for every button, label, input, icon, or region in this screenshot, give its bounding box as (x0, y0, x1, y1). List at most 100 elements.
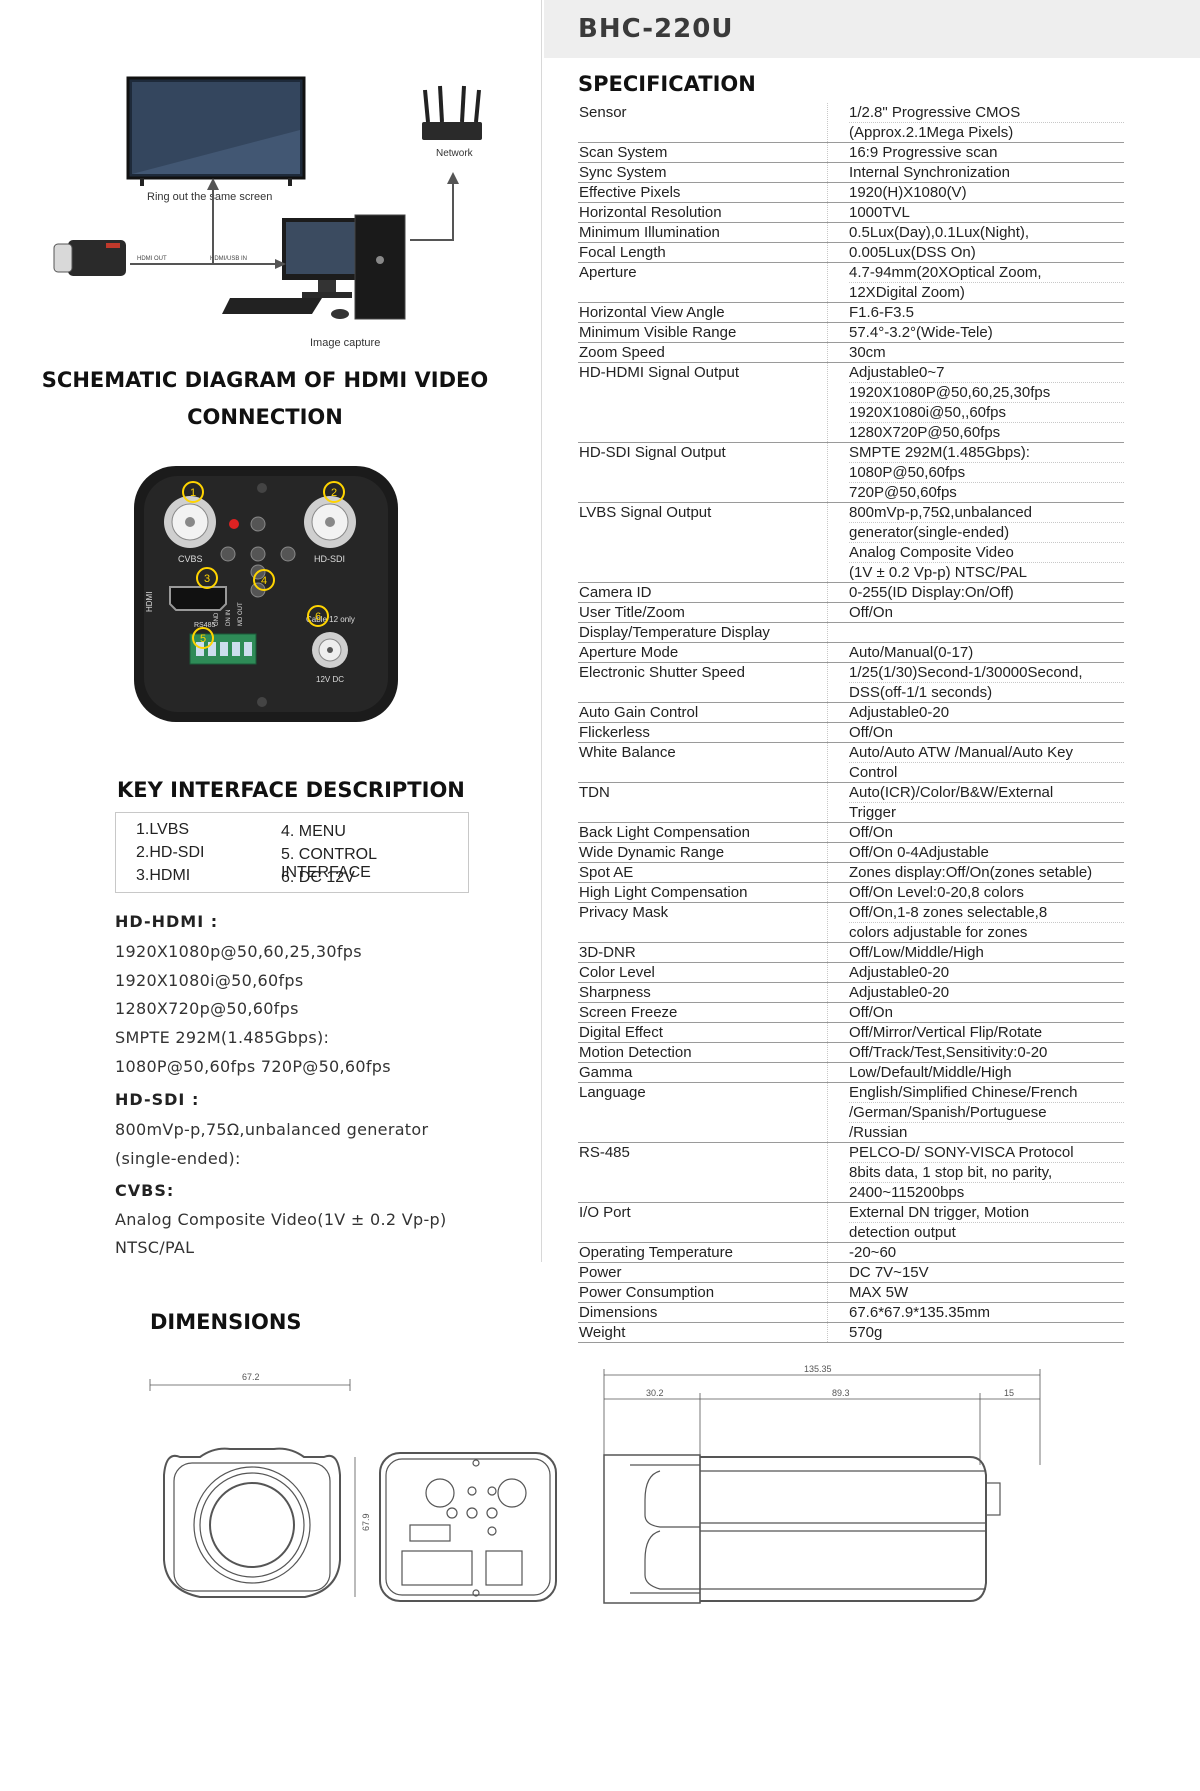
spec-values: 30cm (828, 343, 1124, 362)
spec-value: Low/Default/Middle/High (849, 1064, 1012, 1081)
spec-value: Off/On (849, 824, 893, 841)
spec-values (828, 623, 1124, 642)
label-hdmi-out: HDMI OUT (137, 256, 167, 262)
spec-value: generator(single-ended) (849, 523, 1124, 543)
dim-seg3: 15 (1004, 1388, 1014, 1398)
spec-value: Adjustable0-20 (849, 964, 950, 981)
spec-value: Trigger (849, 804, 896, 821)
spec-values: Adjustable0-20 (828, 703, 1124, 722)
spec-value: Off/Track/Test,Sensitivity:0-20 (849, 1044, 1048, 1061)
spec-values: Off/On 0-4Adjustable (828, 843, 1124, 862)
specification-title: SPECIFICATION (578, 72, 756, 96)
spec-key: Power Consumption (578, 1283, 828, 1302)
spec-key: Gamma (578, 1063, 828, 1082)
spec-key: Electronic Shutter Speed (578, 663, 828, 702)
spec-key: LVBS Signal Output (578, 503, 828, 582)
callout-6: 6 (315, 611, 321, 623)
spec-key: Display/Temperature Display (578, 623, 828, 642)
callout-5: 5 (200, 633, 206, 645)
spec-key: 3D-DNR (578, 943, 828, 962)
spec-key: Wide Dynamic Range (578, 843, 828, 862)
spec-key: Aperture (578, 263, 828, 302)
dimension-drawing: 67.2 67.9 135.35 30.2 89.3 15 (149, 1365, 1041, 1604)
key-interface-box: 1.LVBS 2.HD-SDI 3.HDMI 4. MENU 5. CONTRO… (115, 812, 469, 893)
spec-value: SMPTE 292M(1.485Gbps): (849, 443, 1124, 463)
spec-key: Scan System (578, 143, 828, 162)
spec-value: DSS(off-1/1 seconds) (849, 684, 993, 701)
spec-value: Adjustable0-20 (849, 704, 950, 721)
spec-value: 30cm (849, 344, 886, 361)
spec-key: Sensor (578, 103, 828, 142)
spec-row: Spot AE Zones display:Off/On(zones setabl… (578, 863, 1124, 883)
spec-value: Internal Synchronization (849, 164, 1010, 181)
dim-front-width: 67.2 (242, 1372, 260, 1382)
spec-value: Analog Composite Video (849, 543, 1124, 563)
key-interface-title: KEY INTERFACE DESCRIPTION (117, 778, 465, 802)
dc-jack-icon (312, 632, 348, 668)
spec-key: Spot AE (578, 863, 828, 882)
dim-height: 67.9 (361, 1513, 371, 1531)
spec-value: 57.4°-3.2°(Wide-Tele) (849, 324, 993, 341)
column-divider (541, 0, 542, 1262)
spec-values: Off/On Level:0-20,8 colors (828, 883, 1124, 902)
spec-key: Motion Detection (578, 1043, 828, 1062)
hdmi-port-icon (169, 586, 227, 611)
cvbs-connector-icon (164, 496, 216, 548)
spec-value: 4.7-94mm(20XOptical Zoom, (849, 263, 1124, 283)
spec-value: Control (849, 764, 898, 781)
model-name: BHC-220U (578, 14, 734, 44)
spec-value: /German/Spanish/Portuguese (849, 1103, 1124, 1123)
spec-key: Camera ID (578, 583, 828, 602)
spec-values: 4.7-94mm(20XOptical Zoom,12XDigital Zoom… (828, 263, 1124, 302)
menu-buttons-icon (220, 516, 296, 598)
label-dc: 12V DC (316, 675, 344, 684)
hdhdmi-line: 1920X1080i@50,60fps (115, 971, 304, 990)
spec-key: Screen Freeze (578, 1003, 828, 1022)
spec-key: Flickerless (578, 723, 828, 742)
label-hdsdi: HD-SDI (314, 554, 345, 564)
spec-values: 1920(H)X1080(V) (828, 183, 1124, 202)
spec-value: 0-255(ID Display:On/Off) (849, 584, 1014, 601)
spec-values: -20~60 (828, 1243, 1124, 1262)
spec-key: Language (578, 1083, 828, 1142)
spec-key: Dimensions (578, 1303, 828, 1322)
hdhdmi-line: 1080P@50,60fps 720P@50,60fps (115, 1057, 391, 1076)
key-item: 6. DC 12V (281, 869, 355, 886)
spec-row: Power Consumption MAX 5W (578, 1283, 1124, 1303)
spec-value: Zones display:Off/On(zones setable) (849, 864, 1093, 881)
spec-value: 8bits data, 1 stop bit, no parity, (849, 1163, 1124, 1183)
key-item: 2.HD-SDI (136, 844, 205, 861)
spec-key: Focal Length (578, 243, 828, 262)
spec-value: Adjustable0~7 (849, 363, 1124, 383)
spec-values: Low/Default/Middle/High (828, 1063, 1124, 1082)
spec-key: Sharpness (578, 983, 828, 1002)
spec-value: 12XDigital Zoom) (849, 284, 965, 301)
spec-value: MAX 5W (849, 1284, 909, 1301)
spec-values: Adjustable0-20 (828, 983, 1124, 1002)
spec-row: Operating Temperature-20~60 (578, 1243, 1124, 1263)
spec-value: Auto/Manual(0-17) (849, 644, 974, 661)
front-view-drawing (149, 1379, 356, 1598)
spec-row: Camera ID 0-255(ID Display:On/Off) (578, 583, 1124, 603)
spec-values: 570g (828, 1323, 1124, 1342)
label-pin-gnd: GND (214, 612, 220, 626)
spec-key: I/O Port (578, 1203, 828, 1242)
spec-value: Adjustable0-20 (849, 984, 950, 1001)
cvbs-line: NTSC/PAL (115, 1238, 195, 1257)
